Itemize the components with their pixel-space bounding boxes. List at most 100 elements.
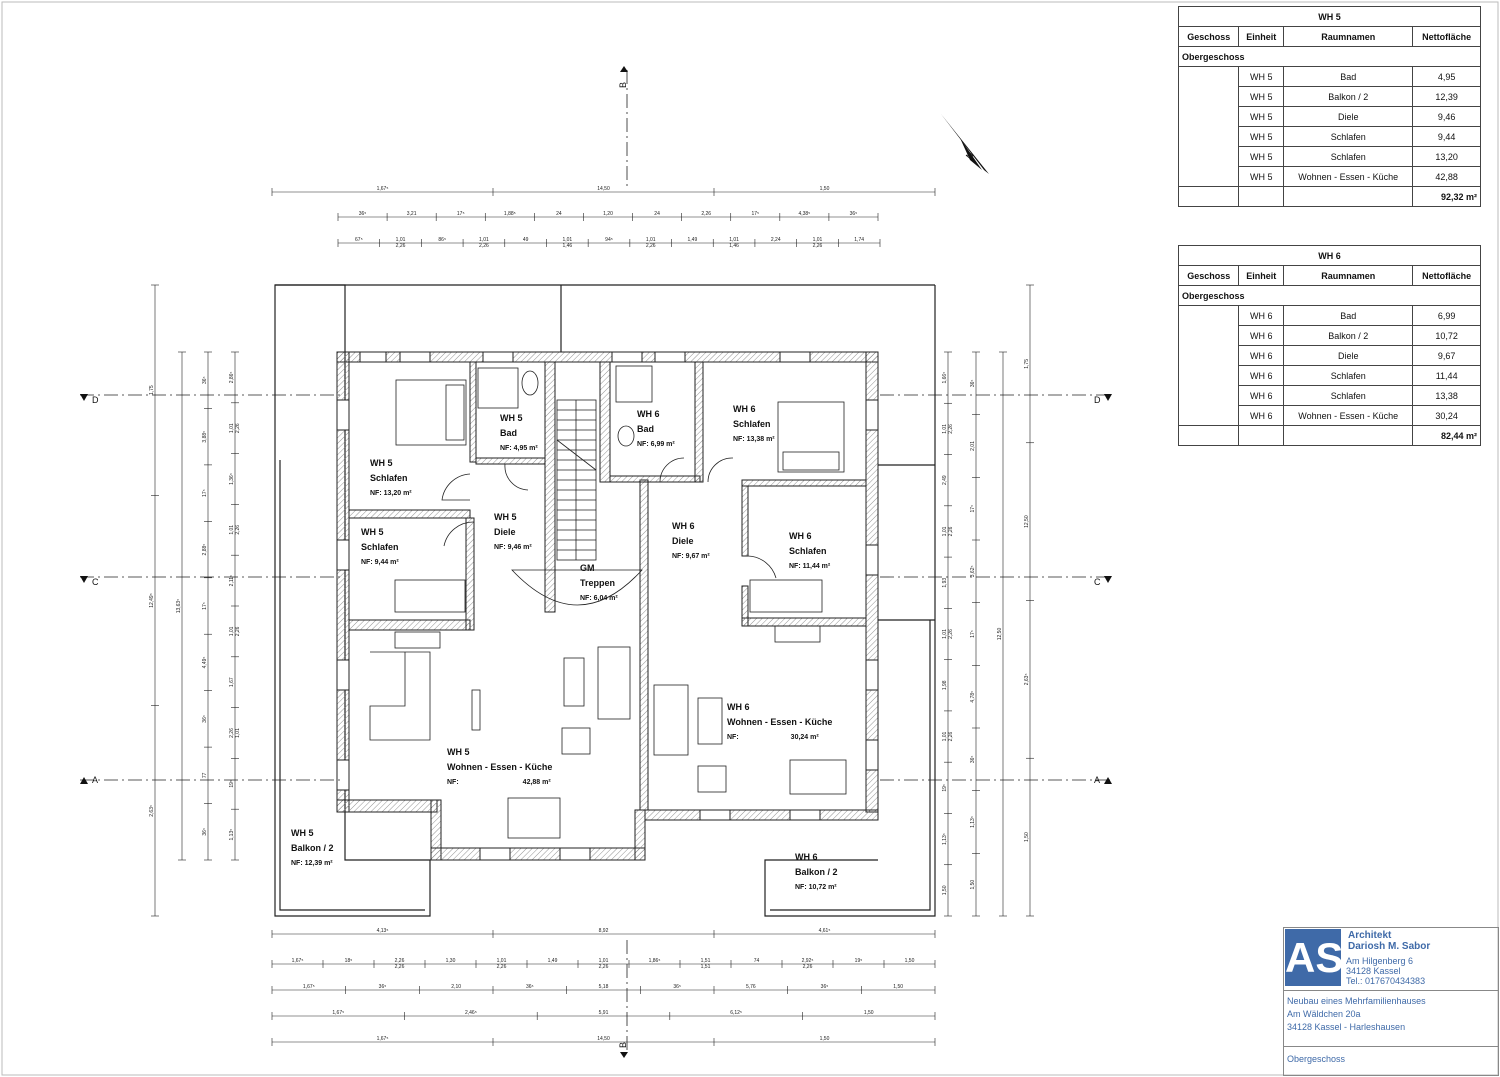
- windows: [336, 351, 879, 861]
- north-arrow-icon: N: [941, 114, 989, 174]
- section-marker-b-bottom: B: [618, 1042, 628, 1048]
- title-block: AS Architekt Dariosh M. Sabor Am Hilgenb…: [1283, 927, 1499, 1076]
- dimension-label: 2,10: [451, 984, 461, 990]
- dimension-label: 3,62⁵: [970, 565, 976, 577]
- dimension-label: 1,01: [229, 423, 235, 433]
- dimension-label: 1,50: [942, 885, 948, 895]
- dimension-label: 1,49: [688, 237, 698, 243]
- dimension-label: 1,67: [229, 677, 235, 687]
- dimension-label: 3,21: [407, 211, 417, 217]
- dimension-label: 2,26: [395, 964, 405, 970]
- dimension-label: 2,26: [948, 424, 954, 434]
- dimension-label: 1,50: [820, 1036, 830, 1042]
- dimension-label: 3,88⁵: [202, 431, 208, 443]
- dimension-label: 2,24: [771, 237, 781, 243]
- project-title: Neubau eines Mehrfamilienhauses: [1287, 996, 1426, 1006]
- dimension-label: 2,86⁵: [229, 371, 235, 383]
- dimension-label: 2,63⁵: [149, 805, 155, 817]
- dimension-label: 36⁵: [202, 376, 208, 384]
- dimension-label: 74: [754, 958, 760, 964]
- interior-walls: [348, 361, 867, 811]
- floor-label: Obergeschoss: [1178, 285, 1481, 306]
- dimension-label: 1,01: [942, 731, 948, 741]
- dimension-label: 1,67⁵: [303, 984, 315, 990]
- plan-name: Obergeschoss: [1287, 1054, 1346, 1064]
- dimension-label: 36⁵: [673, 984, 681, 990]
- project-street: Am Wäldchen 20a: [1287, 1009, 1361, 1019]
- dimension-label: 1,01: [942, 526, 948, 536]
- roof-outline: [274, 284, 936, 917]
- dimension-label: 4,61⁵: [819, 928, 831, 934]
- dimension-label: 1,01: [479, 237, 489, 243]
- dimension-label: 6,12⁵: [730, 1010, 742, 1016]
- col-header: Raumnamen: [1283, 26, 1414, 47]
- dimension-label: 14,50: [597, 186, 610, 192]
- area-table-wh6: WH 6 Geschoss Einheit Raumnamen Nettoflä…: [1177, 245, 1481, 446]
- dimension-label: 1,66⁵: [942, 372, 948, 384]
- dimension-label: 1,36⁵: [229, 473, 235, 485]
- section-marker-b-top: B: [618, 82, 628, 88]
- dimension-label: 2,26: [646, 243, 656, 249]
- dimension-label: 2,26: [948, 526, 954, 536]
- dimension-label: 2,26: [235, 525, 241, 535]
- furniture: [369, 365, 847, 839]
- table-total: 82,44 m²: [1412, 425, 1481, 446]
- dimension-label: 2,26: [803, 964, 813, 970]
- dimension-label: 1,13⁵: [970, 816, 976, 828]
- dimension-label: 19⁵: [229, 780, 235, 788]
- dimension-label: 86⁵: [438, 237, 446, 243]
- dimension-label: 2,88⁵: [202, 544, 208, 556]
- firm-label: Architekt: [1348, 930, 1392, 941]
- dimension-label: 5,18: [599, 984, 609, 990]
- dimension-label: 17⁵: [970, 505, 976, 513]
- dimension-label: 2,26: [479, 243, 489, 249]
- floor-label: Obergeschoss: [1178, 46, 1481, 67]
- section-marker-c-left: C: [92, 577, 99, 587]
- svg-text:N: N: [964, 150, 976, 161]
- dimension-label: 17⁵: [751, 211, 759, 217]
- street: Am Hilgenberg 6: [1346, 956, 1414, 966]
- city: 34128 Kassel: [1346, 966, 1401, 976]
- dimension-label: 24: [654, 211, 660, 217]
- dimension-label: 13,63⁵: [176, 599, 182, 614]
- dimension-label: 1,01: [396, 237, 406, 243]
- dimension-label: 1,30: [446, 958, 456, 964]
- dimension-label: 1,20: [603, 211, 613, 217]
- dimension-label: 5,91: [599, 1010, 609, 1016]
- dimension-label: 1,01: [942, 629, 948, 639]
- dimension-label: 36⁵: [359, 211, 367, 217]
- section-marker-a-right: A: [1094, 775, 1100, 785]
- dimension-label: 36⁵: [202, 828, 208, 836]
- dimension-label: 2,49: [942, 475, 948, 485]
- phone: Tel.: 017670434383: [1346, 976, 1426, 986]
- dimension-label: 1,50: [970, 880, 976, 890]
- dimension-label: 1,98: [942, 680, 948, 690]
- section-lines: [80, 70, 1110, 1050]
- dimension-label: 1,01: [599, 958, 609, 964]
- dimension-label: 1,01: [646, 237, 656, 243]
- dimension-label: 36⁵: [526, 984, 534, 990]
- dimension-label: 17⁵: [202, 602, 208, 610]
- dimension-label: 1,67⁵: [292, 958, 304, 964]
- dimension-label: 1,01: [942, 424, 948, 434]
- dimension-label: 1,75: [1024, 359, 1030, 369]
- dimension-label: 1,01: [497, 958, 507, 964]
- dimension-label: 2,26: [396, 243, 406, 249]
- doors: [441, 457, 777, 579]
- dimension-label: 1,93: [942, 578, 948, 588]
